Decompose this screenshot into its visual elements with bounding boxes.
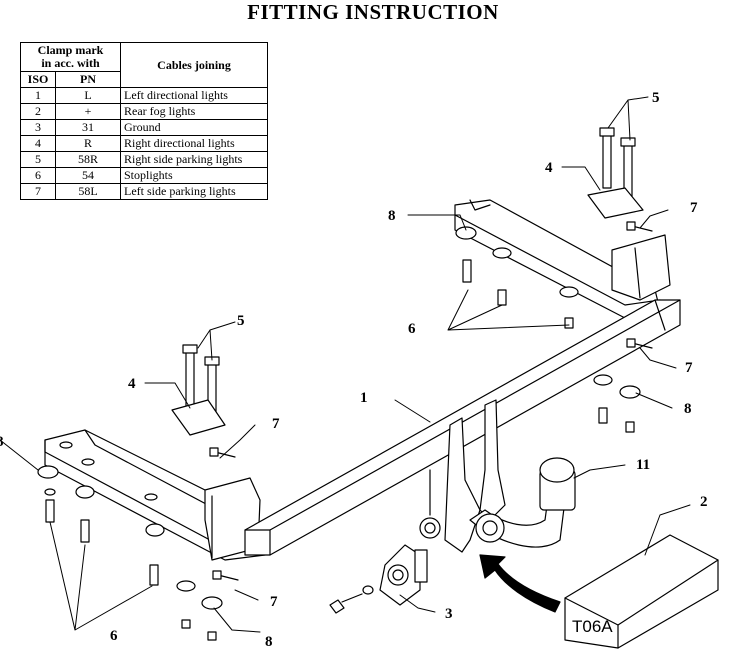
cables-header: Cables joining <box>120 42 268 88</box>
callout-7-left-upper: 7 <box>272 416 280 432</box>
callout-2: 2 <box>700 494 708 510</box>
callout-6-lower: 6 <box>110 628 118 644</box>
electrical-socket-plate <box>329 544 428 614</box>
side-bolts <box>209 221 653 581</box>
kit-box-label: T06A <box>572 617 613 636</box>
callout-4-left: 4 <box>128 376 136 392</box>
callout-3: 3 <box>445 606 453 622</box>
callout-11: 11 <box>636 457 650 473</box>
callout-7-right-upper: 7 <box>690 200 698 216</box>
pn-header: PN <box>55 71 121 88</box>
page-title: FITTING INSTRUCTION <box>247 0 499 24</box>
callout-1: 1 <box>360 390 368 406</box>
clamp-plate-right <box>587 187 644 219</box>
tow-ball <box>469 457 576 548</box>
callout-7-left-lower: 7 <box>270 594 278 610</box>
callout-8-lower: 8 <box>265 634 273 650</box>
right-mounting-bracket <box>454 199 671 319</box>
callout-numbers: 1 2 3 4 4 5 5 6 6 7 7 7 7 8 8 8 8 11 <box>0 90 708 650</box>
clamp-mark-header: Clamp mark in acc. with <box>20 42 121 72</box>
hardware-kit-box: T06A <box>564 534 719 649</box>
leader-lines <box>0 96 691 633</box>
washers-and-nuts <box>37 226 641 641</box>
callout-7-right-lower: 7 <box>685 360 693 376</box>
callout-6-upper: 6 <box>408 321 416 337</box>
wiring-legend-table: Clamp mark in acc. with Cables joining I… <box>20 42 268 200</box>
mounting-arrow <box>479 554 561 613</box>
callout-4-right: 4 <box>545 160 553 176</box>
callout-8-upper: 8 <box>388 208 396 224</box>
callout-5-right: 5 <box>652 90 660 106</box>
callout-8-left: 8 <box>0 434 4 450</box>
callout-8-right: 8 <box>684 401 692 417</box>
clamp-plate-left <box>171 399 226 436</box>
callout-5-left: 5 <box>237 313 245 329</box>
